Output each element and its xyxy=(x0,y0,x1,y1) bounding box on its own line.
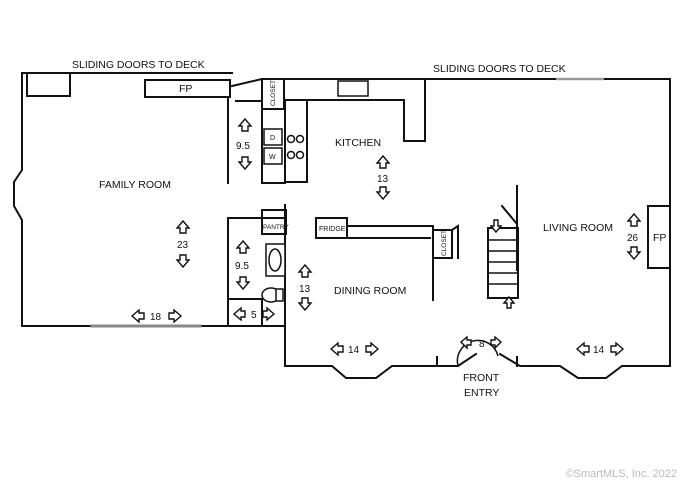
burner-icon xyxy=(295,134,305,144)
arrow-right-icon xyxy=(168,308,183,324)
dim-living-width: 14 xyxy=(593,345,605,356)
dim-living-depth: 26 xyxy=(627,233,639,244)
pantry-box xyxy=(261,209,287,235)
washer-label: W xyxy=(269,154,276,161)
deck-label-right: SLIDING DOORS TO DECK xyxy=(433,63,566,75)
stair-door xyxy=(500,204,519,226)
dim-bath-width: 5 xyxy=(251,310,257,321)
arrow-up-icon xyxy=(175,219,191,234)
fridge-box xyxy=(315,217,348,239)
fireplace-living xyxy=(647,205,671,269)
dim-laundry-depth: 9.5 xyxy=(236,141,250,152)
closet-dining-box xyxy=(432,229,453,259)
arrow-up-icon xyxy=(235,239,251,254)
dimension-arrows xyxy=(130,117,642,357)
dim-family-width: 18 xyxy=(150,312,162,323)
arrow-left-icon xyxy=(575,341,590,357)
dim-kitchen-depth: 13 xyxy=(377,174,389,185)
fireplace-label-family: FP xyxy=(179,83,192,95)
arrow-right-icon xyxy=(610,341,625,357)
pantry-label: PANTRY xyxy=(263,224,289,231)
stair-arrow-up-icon xyxy=(502,295,516,309)
burner-icon xyxy=(286,134,296,144)
arrow-down-icon xyxy=(297,297,313,312)
stair-treads xyxy=(488,239,518,285)
closet-dining-label: CLOSET xyxy=(441,230,448,256)
dryer-box xyxy=(263,128,283,146)
arrow-left-icon xyxy=(232,306,246,322)
arrow-left-icon xyxy=(459,335,472,350)
bath-divider xyxy=(227,298,263,327)
bottom-wall-living xyxy=(498,352,671,379)
family-room-left-wall xyxy=(13,72,23,327)
dim-dining-width: 14 xyxy=(348,345,360,356)
arrow-down-icon xyxy=(237,156,253,171)
dim-entry-width: 8 xyxy=(479,339,485,350)
watermark: ©SmartMLS, Inc. 2022 xyxy=(565,468,677,480)
kitchen-cabinet xyxy=(284,99,308,183)
toilet-tank xyxy=(275,288,284,302)
deck-label-left: SLIDING DOORS TO DECK xyxy=(72,59,205,71)
front-entry-label: FRONT xyxy=(463,372,500,384)
dryer-label: D xyxy=(270,135,275,142)
living-room-label: LIVING ROOM xyxy=(543,222,613,234)
sink-icon xyxy=(337,80,369,97)
fireplace-label-living: FP xyxy=(653,232,666,244)
arrow-right-icon xyxy=(262,306,276,322)
fridge-label: FRIDGE xyxy=(319,226,346,233)
fixtures xyxy=(261,80,369,303)
arrow-right-icon xyxy=(365,341,380,357)
burner-icon xyxy=(286,150,296,160)
dim-bath-depth: 9.5 xyxy=(235,261,249,272)
arrow-left-icon xyxy=(130,308,145,324)
walls xyxy=(13,72,671,379)
arrow-down-icon xyxy=(375,186,391,201)
arrow-left-icon xyxy=(329,341,344,357)
arrow-down-icon xyxy=(175,254,191,269)
stair-arrow-down-icon xyxy=(489,219,503,234)
arrow-right-icon xyxy=(490,335,503,350)
dining-closet-door xyxy=(450,224,459,259)
arrow-up-icon xyxy=(297,263,313,278)
fireplace-family xyxy=(144,79,231,98)
corner-cabinet xyxy=(26,72,71,97)
arrow-up-icon xyxy=(626,212,642,227)
arrow-down-icon xyxy=(235,276,251,291)
dim-dining-depth: 13 xyxy=(299,284,311,295)
arrow-down-icon xyxy=(626,246,642,261)
burner-icon xyxy=(295,150,305,160)
kitchen-label: KITCHEN xyxy=(335,137,381,149)
laundry-wall-top xyxy=(235,100,286,184)
kitchen-counter xyxy=(306,78,426,142)
washer-box xyxy=(263,147,283,165)
staircase xyxy=(487,227,519,299)
front-entry-label: ENTRY xyxy=(464,387,499,399)
dining-room-label: DINING ROOM xyxy=(334,285,406,297)
bottom-wall-dining xyxy=(284,352,478,379)
closet-kitchen-box xyxy=(261,78,285,110)
dining-counter xyxy=(346,225,434,301)
arrow-up-icon xyxy=(237,117,253,132)
arrow-up-icon xyxy=(375,154,391,169)
closet-kitchen-label: CLOSET xyxy=(270,80,277,106)
sink-basin-icon xyxy=(268,248,282,272)
dim-family-depth: 23 xyxy=(177,240,189,251)
family-room-label: FAMILY ROOM xyxy=(99,179,171,191)
